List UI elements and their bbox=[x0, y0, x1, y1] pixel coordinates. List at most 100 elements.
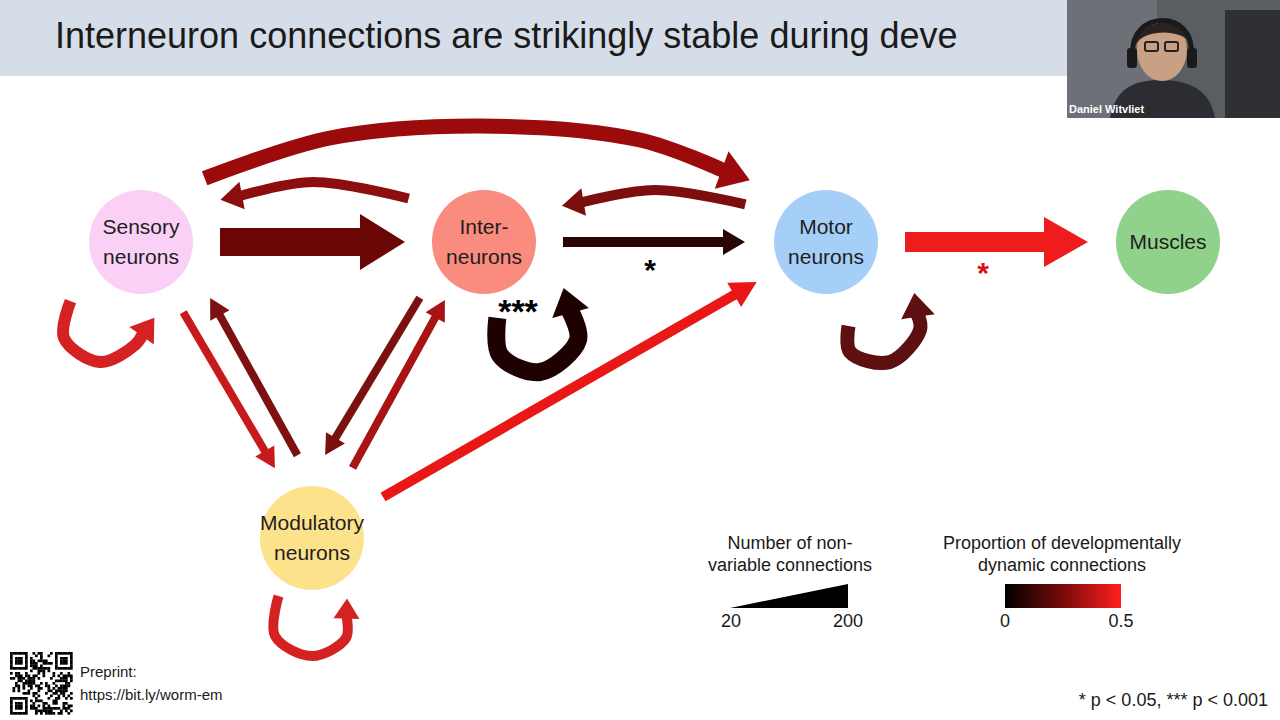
qr-module bbox=[40, 687, 43, 690]
qr-module bbox=[38, 710, 41, 713]
webcam-glasses bbox=[1145, 42, 1158, 51]
qr-module bbox=[33, 677, 36, 680]
qr-module bbox=[65, 702, 68, 705]
qr-module bbox=[38, 670, 41, 673]
qr-module bbox=[60, 662, 63, 665]
node-label: Motor neurons bbox=[769, 212, 883, 272]
qr-module bbox=[43, 670, 46, 673]
qr-module bbox=[40, 712, 43, 715]
qr-module bbox=[63, 667, 66, 670]
qr-module bbox=[63, 652, 66, 655]
qr-module bbox=[23, 712, 26, 715]
qr-module bbox=[25, 662, 28, 665]
qr-module bbox=[70, 692, 73, 695]
qr-module bbox=[63, 702, 66, 705]
qr-module bbox=[18, 702, 21, 705]
qr-module bbox=[23, 687, 26, 690]
preprint-link: https://bit.ly/worm-em bbox=[80, 686, 223, 704]
qr-module bbox=[55, 697, 58, 700]
qr-module bbox=[40, 652, 43, 655]
qr-module bbox=[48, 697, 51, 700]
qr-module bbox=[70, 675, 73, 678]
qr-module bbox=[40, 665, 43, 668]
qr-module bbox=[18, 657, 21, 660]
webcam-earcup bbox=[1127, 48, 1137, 68]
qr-module bbox=[45, 707, 48, 710]
qr-module bbox=[33, 695, 36, 698]
qr-module bbox=[18, 685, 21, 688]
qr-module bbox=[35, 712, 38, 715]
qr-module bbox=[70, 697, 73, 700]
qr-module bbox=[33, 702, 36, 705]
qr-module bbox=[55, 667, 58, 670]
qr-module bbox=[68, 707, 71, 710]
qr-module bbox=[28, 680, 31, 683]
qr-module bbox=[55, 702, 58, 705]
qr-module bbox=[65, 675, 68, 678]
qr-module bbox=[48, 655, 51, 658]
qr-module bbox=[53, 702, 56, 705]
qr-module bbox=[45, 660, 48, 663]
qr-module bbox=[60, 710, 63, 713]
qr-module bbox=[48, 705, 51, 708]
qr-module bbox=[48, 667, 51, 670]
connector-line bbox=[63, 301, 143, 362]
qr-module bbox=[33, 692, 36, 695]
qr-module bbox=[33, 662, 36, 665]
arrow-head bbox=[220, 182, 244, 209]
qr-module bbox=[23, 692, 26, 695]
qr-module bbox=[10, 652, 13, 655]
qr-module bbox=[33, 680, 36, 683]
modulatory-node: Modulatory neurons bbox=[260, 486, 364, 590]
qr-module bbox=[55, 680, 58, 683]
qr-module bbox=[30, 700, 33, 703]
qr-module bbox=[15, 675, 18, 678]
qr-module bbox=[25, 672, 28, 675]
arrow-head bbox=[325, 432, 345, 455]
qr-module bbox=[63, 677, 66, 680]
qr-module bbox=[43, 707, 46, 710]
qr-background bbox=[8, 650, 75, 717]
qr-module bbox=[53, 675, 56, 678]
qr-module bbox=[40, 655, 43, 658]
qr-module bbox=[18, 662, 21, 665]
qr-module bbox=[38, 652, 41, 655]
connection-arrow bbox=[353, 300, 445, 468]
qr-module bbox=[60, 680, 63, 683]
qr-module bbox=[40, 670, 43, 673]
qr-module bbox=[20, 712, 23, 715]
node-text-box: Modulatory neurons bbox=[255, 486, 369, 590]
qr-module bbox=[18, 697, 21, 700]
qr-module bbox=[58, 690, 61, 693]
qr-module bbox=[30, 670, 33, 673]
qr-module bbox=[10, 700, 13, 703]
self-loop-arrow bbox=[496, 288, 589, 372]
qr-module bbox=[60, 685, 63, 688]
qr-module bbox=[60, 712, 63, 715]
significance-mark: * bbox=[644, 255, 656, 285]
qr-module bbox=[30, 682, 33, 685]
qr-module bbox=[60, 690, 63, 693]
qr-module bbox=[65, 687, 68, 690]
node-shape bbox=[260, 486, 364, 590]
qr-module bbox=[48, 690, 51, 693]
legend-wedge bbox=[730, 584, 848, 608]
qr-module bbox=[65, 677, 68, 680]
node-text-box: Inter- neurons bbox=[427, 190, 541, 294]
qr-module bbox=[55, 652, 58, 655]
qr-module bbox=[45, 667, 48, 670]
qr-module bbox=[10, 665, 13, 668]
qr-module bbox=[48, 707, 51, 710]
qr-module bbox=[13, 712, 16, 715]
qr-module bbox=[15, 705, 18, 708]
webcam-earcup bbox=[1187, 48, 1197, 68]
webcam-glasses bbox=[1165, 42, 1178, 51]
qr-module bbox=[15, 657, 18, 660]
qr-module bbox=[65, 690, 68, 693]
significance-mark: *** bbox=[498, 294, 538, 328]
qr-module bbox=[15, 660, 18, 663]
qr-module bbox=[25, 655, 28, 658]
node-text-box: Muscles bbox=[1111, 190, 1225, 294]
legend-tick: 0 bbox=[1000, 611, 1010, 633]
qr-module bbox=[65, 662, 68, 665]
